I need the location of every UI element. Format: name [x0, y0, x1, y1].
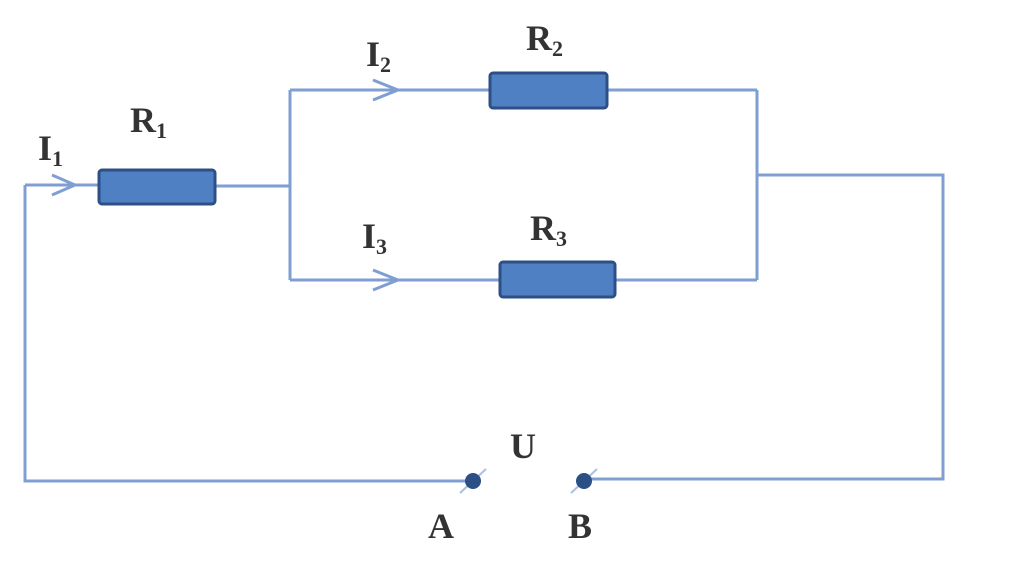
label-r2: R2	[526, 20, 563, 60]
resistor-r3	[498, 260, 617, 299]
label-r1-main: R	[130, 100, 156, 140]
wire-left-loop	[23, 185, 468, 483]
resistor-r1	[97, 168, 217, 206]
label-i2: I2	[366, 36, 391, 76]
label-r2-main: R	[526, 18, 552, 58]
label-b: B	[568, 506, 593, 546]
label-i3-sub: 3	[376, 234, 388, 259]
terminal-b	[576, 473, 592, 489]
label-r3: R3	[530, 210, 567, 250]
arrow-i1-icon	[51, 173, 79, 197]
label-i2-main: I	[366, 34, 381, 74]
label-a: A	[428, 506, 454, 546]
resistor-r2	[488, 71, 609, 110]
label-r1: R1	[130, 102, 167, 142]
terminal-a	[465, 473, 481, 489]
label-i2-sub: 2	[380, 52, 392, 77]
label-r3-sub: 3	[556, 226, 567, 251]
label-i1: I1	[38, 130, 63, 170]
arrow-i3-icon	[372, 268, 403, 292]
label-i3: I3	[362, 218, 387, 258]
label-i3-main: I	[362, 216, 377, 256]
wire-right-loop	[588, 173, 945, 481]
arrow-i2-icon	[372, 78, 403, 102]
label-i1-main: I	[38, 128, 53, 168]
label-u: U	[510, 426, 536, 466]
label-i1-sub: 1	[52, 146, 64, 171]
label-r2-sub: 2	[552, 36, 563, 61]
label-r3-main: R	[530, 208, 556, 248]
label-r1-sub: 1	[156, 118, 167, 143]
